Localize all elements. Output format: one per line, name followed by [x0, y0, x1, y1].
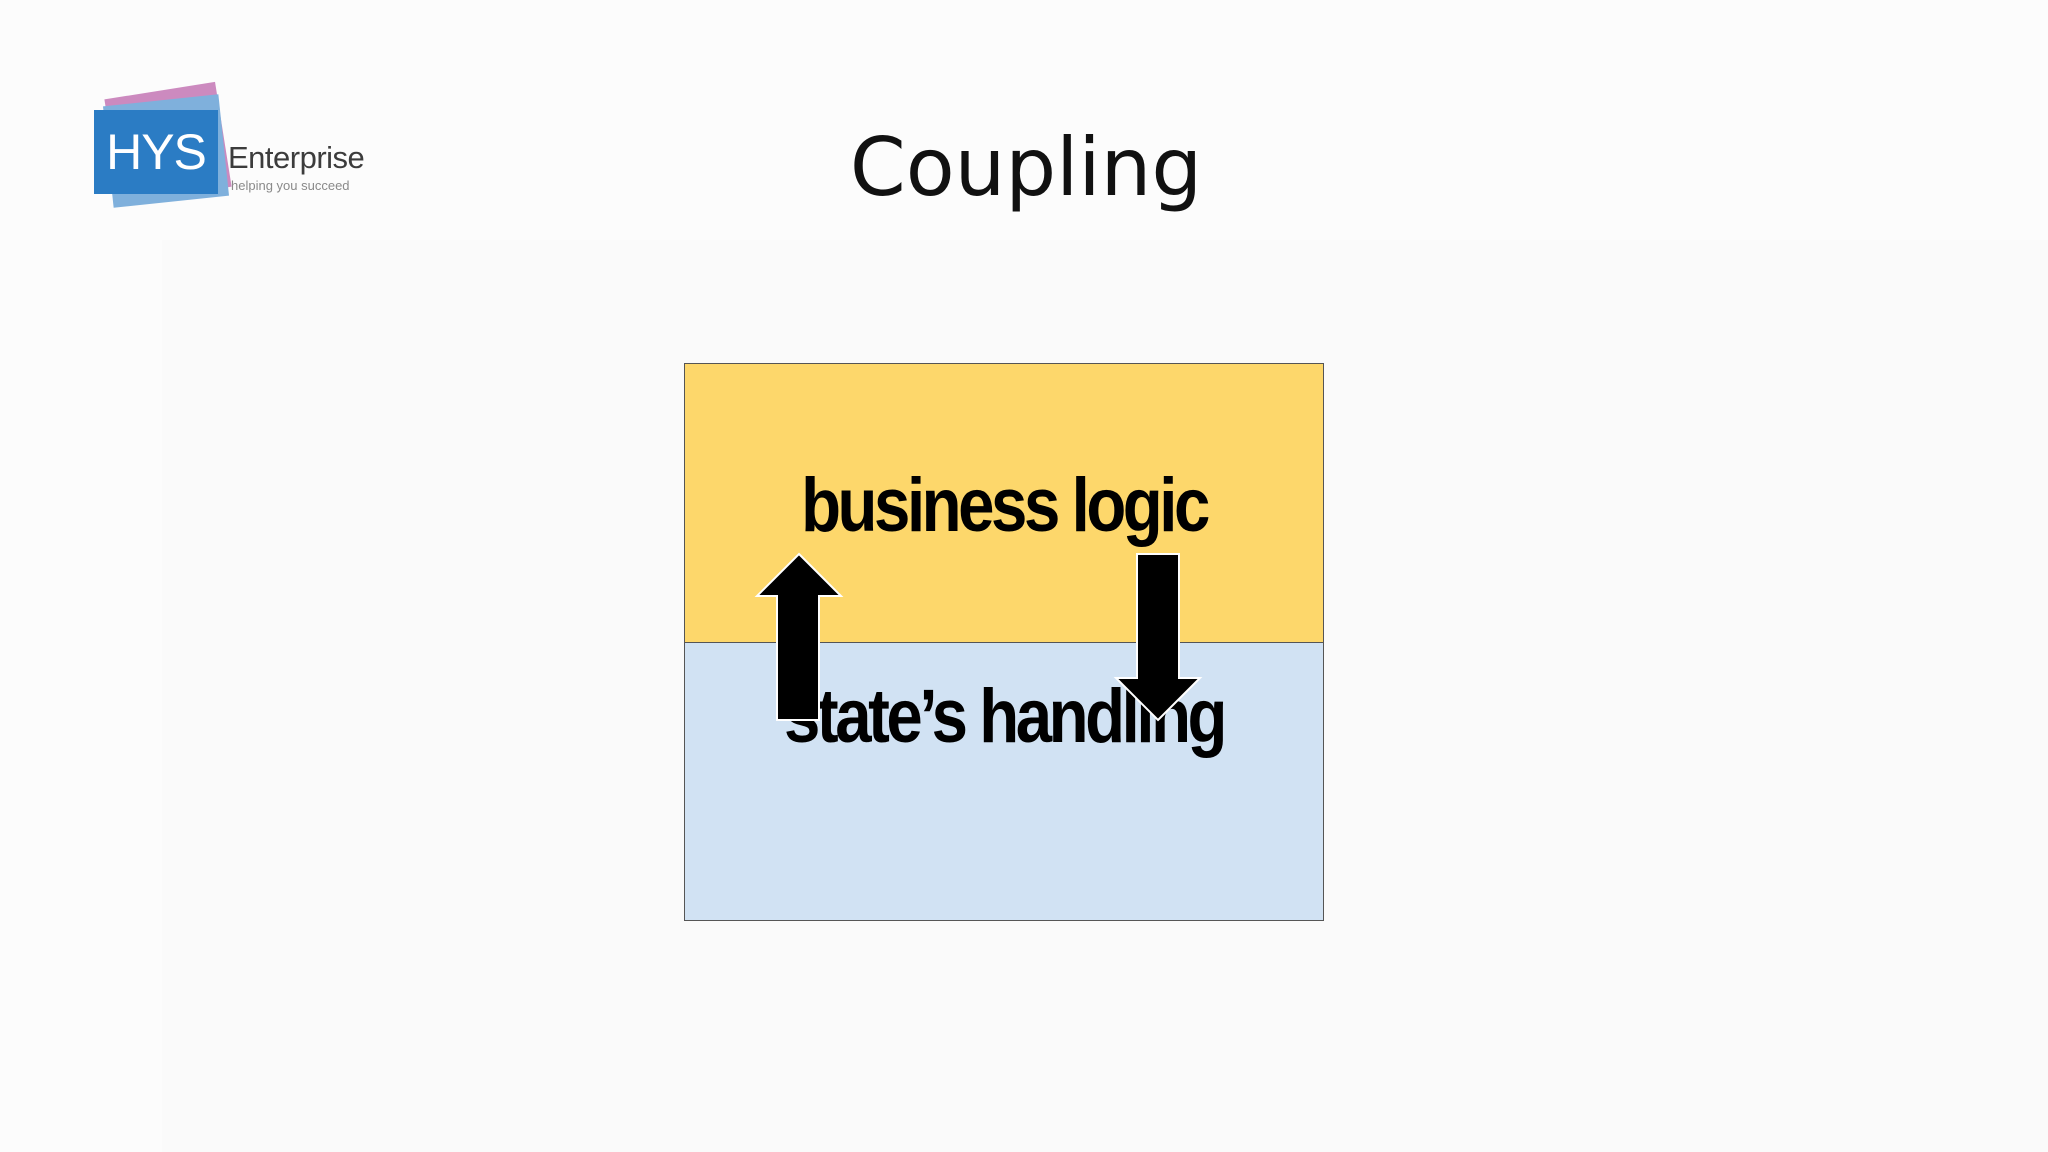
coupling-diagram: business logic state’s handling: [684, 363, 1324, 921]
logo-wordmark: Enterprise: [228, 140, 365, 175]
down-arrow-icon: [1113, 553, 1203, 722]
slide-title-text: Coupling: [849, 121, 1203, 214]
up-arrow-icon: [754, 552, 844, 721]
arrows-layer: [754, 552, 1203, 722]
logo-mark: HYS: [94, 110, 218, 194]
hys-enterprise-logo: HYS Enterprise helping you succeed: [90, 81, 380, 222]
business-logic-label: business logic: [801, 463, 1210, 548]
slide-title: Coupling: [0, 118, 2048, 218]
logo-tagline: helping you succeed: [231, 178, 350, 193]
